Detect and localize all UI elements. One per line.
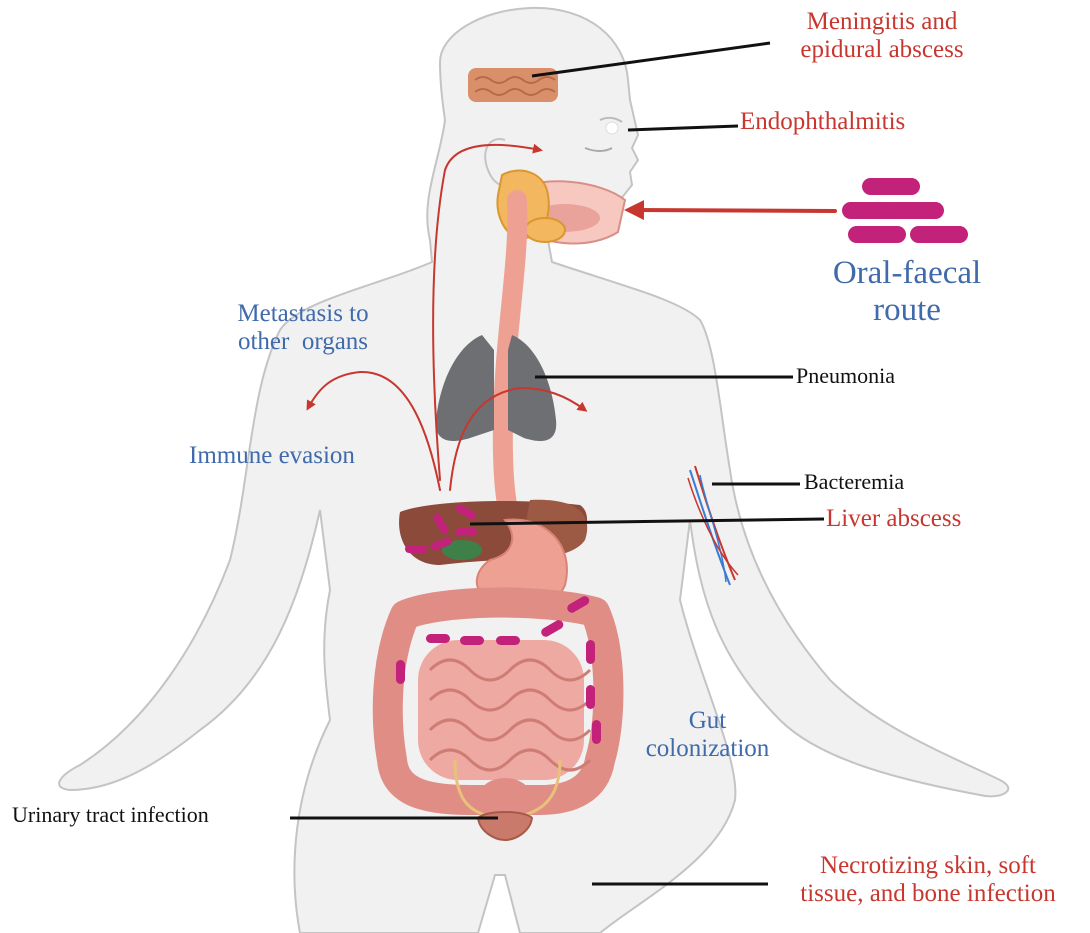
bacteria-cluster-icon: [842, 178, 968, 243]
small-intestine-icon: [418, 640, 590, 780]
oral-faecal-route-label: Oral-faecal route: [815, 255, 999, 329]
uti-label: Urinary tract infection: [12, 803, 209, 828]
oral-faecal-arrow: [630, 210, 835, 211]
eye-icon: [606, 122, 618, 134]
bacteremia-label: Bacteremia: [804, 470, 904, 495]
pneumonia-label: Pneumonia: [796, 364, 895, 389]
meningitis-label: Meningitis and epidural abscess: [768, 8, 996, 64]
immune-evasion-label: Immune evasion: [189, 442, 355, 470]
endophthalmitis-label: Endophthalmitis: [740, 108, 905, 136]
endophthalmitis-leader: [628, 126, 738, 130]
metastasis-label: Metastasis to other organs: [208, 300, 398, 356]
gut-colonization-label: Gut colonization: [635, 707, 780, 763]
necrotizing-label: Necrotizing skin, soft tissue, and bone …: [770, 852, 1086, 908]
liver-abscess-label: Liver abscess: [826, 505, 961, 533]
